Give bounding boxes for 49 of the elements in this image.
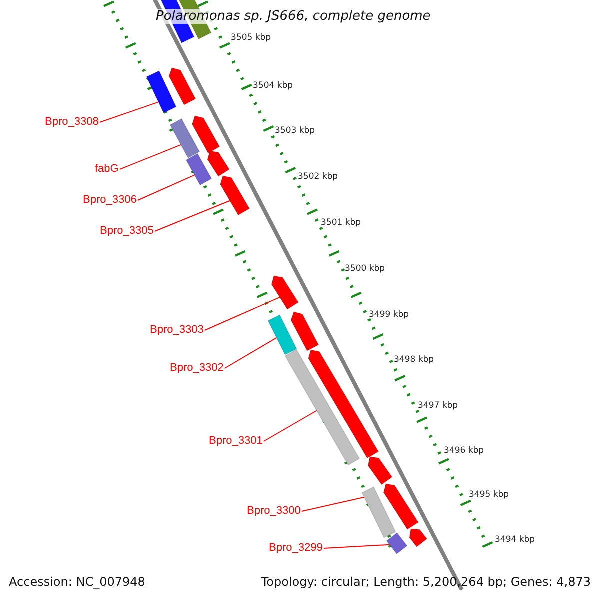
leader-line xyxy=(301,496,365,512)
genome-info-text: Topology: circular; Length: 5,200,264 bp; Genes: 4,873 xyxy=(261,576,591,588)
gene-feature xyxy=(409,528,428,548)
gene-label: Bpro_3306 xyxy=(83,195,137,206)
gene-feature xyxy=(192,116,220,154)
gene-feature xyxy=(220,176,250,216)
scale-label: 3496 kbp xyxy=(444,447,484,456)
scale-label: 3504 kbp xyxy=(253,82,294,90)
gene-feature xyxy=(186,153,212,186)
gene-label: Bpro_3300 xyxy=(247,506,301,517)
gene-label: Bpro_3305 xyxy=(100,226,154,237)
gene-feature xyxy=(368,456,393,486)
gene-label: Bpro_3308 xyxy=(45,117,99,128)
scale-label: 3495 kbp xyxy=(469,491,510,500)
scale-label: 3498 kbp xyxy=(394,356,434,364)
gene-label: Bpro_3299 xyxy=(269,543,323,554)
leader-line xyxy=(323,544,390,549)
scale-label: 3503 kbp xyxy=(275,127,316,136)
scale-label: 3494 kbp xyxy=(495,536,536,544)
leader-line xyxy=(204,296,280,331)
gene-label: Bpro_3301 xyxy=(209,436,263,447)
leader-line xyxy=(154,200,230,232)
gene-feature xyxy=(386,532,408,555)
scale-label: 3505 kbp xyxy=(231,34,272,42)
scale-label: 3499 kbp xyxy=(369,311,410,320)
gene-feature xyxy=(383,484,420,530)
accession-text: Accession: NC_007948 xyxy=(9,576,146,588)
gene-feature xyxy=(168,68,196,106)
leader-line xyxy=(99,102,160,123)
gene-feature xyxy=(170,118,200,159)
gene-label: Bpro_3303 xyxy=(150,325,204,336)
gene-feature xyxy=(146,70,177,114)
gene-feature xyxy=(271,276,300,310)
gene-feature xyxy=(290,312,320,352)
gene-feature xyxy=(308,350,380,459)
scale-label: 3497 kbp xyxy=(418,402,458,410)
gene-label: fabG xyxy=(95,164,119,175)
gene-feature xyxy=(268,314,298,356)
gene-feature xyxy=(207,150,230,178)
scale-label: 3500 kbp xyxy=(345,265,386,274)
gene-feature xyxy=(284,349,360,466)
gene-feature xyxy=(362,486,396,538)
leader-line xyxy=(224,337,278,369)
scale-label: 3502 kbp xyxy=(298,173,338,182)
leader-line xyxy=(263,410,318,442)
leader-line xyxy=(119,144,182,170)
gene-label: Bpro_3302 xyxy=(170,363,224,374)
scale-label: 3501 kbp xyxy=(321,219,362,228)
leader-line xyxy=(137,174,196,201)
